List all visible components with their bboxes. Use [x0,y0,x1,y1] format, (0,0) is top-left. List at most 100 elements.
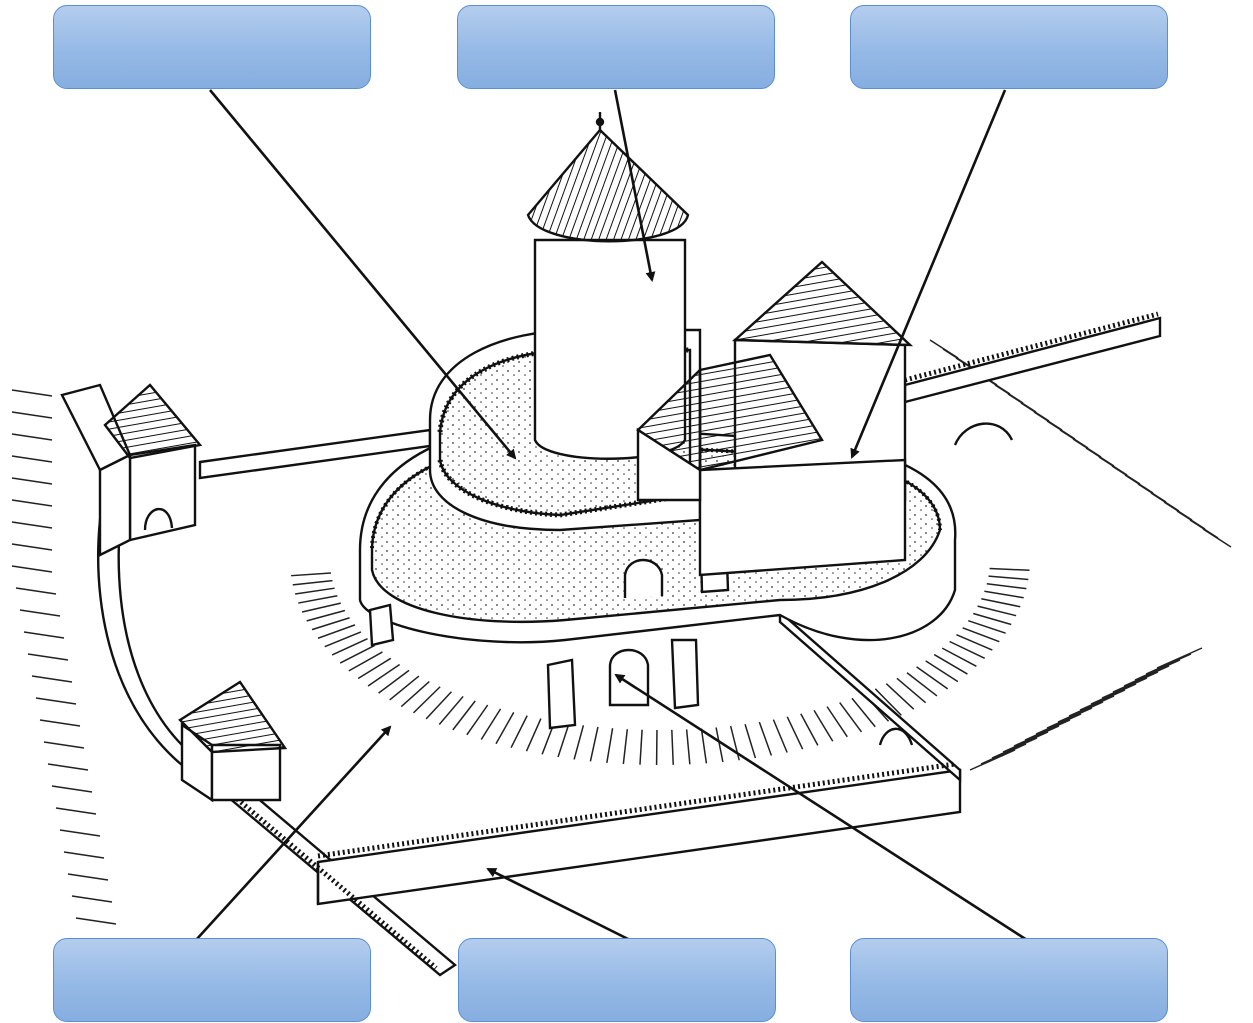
hatch-stroke [984,591,1023,597]
hatch-stroke [907,673,937,696]
hatch-stroke [12,544,52,550]
hatch-stroke [20,610,60,616]
hatch-stroke [48,764,88,770]
hatch-stroke [1146,654,1191,674]
hatch-stroke [349,652,383,671]
hatch-stroke [368,664,400,686]
hatch-stroke [511,716,527,748]
hatch-stroke [590,727,598,761]
hatch-stroke [60,830,100,836]
hatch-stroke [990,568,1030,570]
arrow-top-left [210,90,515,458]
hatch-stroke [1091,684,1136,704]
hatch-stroke [814,710,833,741]
hatch-stroke [981,599,1020,607]
hatch-stroke [973,613,1011,624]
hatch-stroke [1014,726,1059,746]
hatch-stroke [934,655,967,674]
label-box-bottom-left [53,938,371,1022]
hatch-stroke [72,896,112,902]
hatch-stroke [401,682,429,707]
hatch-stroke [801,714,818,746]
hatch-stroke [1047,708,1092,728]
hatch-stroke [987,584,1027,589]
hatch-stroke [44,742,84,748]
hatch-stroke [886,684,913,709]
hatch-stroke [12,478,52,484]
hatch-stroke [12,566,52,572]
hatch-stroke [24,632,64,638]
hatch-stroke [12,456,52,462]
label-box-top-right [850,5,1168,89]
hatch-stroke [827,707,847,737]
hatch-stroke [1036,714,1081,734]
hatch-stroke [897,678,926,702]
hatch-stroke [68,874,108,880]
hatch-stroke [76,918,116,924]
hatch-stroke [745,724,755,758]
hatch-stroke [1102,678,1147,698]
hatch-stroke [1025,720,1070,740]
hatch-stroke [32,676,72,682]
hatch-stroke [992,738,1037,758]
hatch-stroke [307,610,345,620]
hatch-stroke [12,500,52,506]
hatch-stroke [295,588,334,594]
hatch-stroke [607,728,613,763]
hatch-stroke [312,618,350,630]
hatch-stroke [558,723,569,757]
label-box-top-center [457,5,775,89]
hatch-stroke [52,786,92,792]
hatch-stroke [1124,666,1169,686]
hatch-stroke [1058,702,1103,722]
hatch-stroke [978,606,1016,616]
hatch-stroke [340,645,375,663]
arrow-bottom-right [616,675,1027,940]
arrow-bottom-center [488,869,630,940]
hatch-stroke [12,390,52,396]
hatch-stroke [40,720,80,726]
hatch-stroke [291,573,331,576]
hatch-stroke [481,709,500,740]
hatch-stroke [1069,696,1114,716]
hatch-stroke [496,712,514,743]
hatch-stroke [1080,690,1125,710]
hatch-stroke [989,576,1029,579]
hatch-stroke [56,808,96,814]
hatch-stroke [640,730,642,765]
hatch-stroke [64,852,104,858]
hatch-stroke [917,667,948,689]
hatch-stroke [358,658,391,678]
hatch-stroke [773,720,787,753]
hatch-stroke [787,717,802,749]
hatch-stroke [36,698,76,704]
label-box-top-left [53,5,371,89]
hatch-stroke [467,705,488,735]
hatch-stroke [1203,529,1231,547]
gate-tower-left [62,385,200,555]
hatch-stroke [28,654,68,660]
hatch-stroke [981,744,1026,764]
hatch-stroke [12,522,52,528]
hatch-stroke [302,603,341,612]
label-box-bottom-center [458,938,776,1022]
hatch-stroke [1003,732,1048,752]
hatch-stroke [1135,660,1180,680]
hatch-stroke [574,725,583,759]
hatch-stroke [293,581,333,585]
hatch-stroke [672,730,673,765]
hatch-stroke [16,588,56,594]
small-tower-lower-left [180,682,285,800]
hatch-stroke [687,729,690,764]
hatch-stroke [298,596,337,603]
hatch-stroke [12,434,52,440]
hatch-stroke [926,661,958,682]
hatch-stroke [759,722,771,755]
hatch-stroke [942,648,976,666]
label-box-bottom-right [850,938,1168,1022]
hatch-stroke [623,729,627,764]
hatch-stroke [390,676,419,700]
hatch-stroke [526,719,540,752]
hatch-stroke [970,750,1015,770]
